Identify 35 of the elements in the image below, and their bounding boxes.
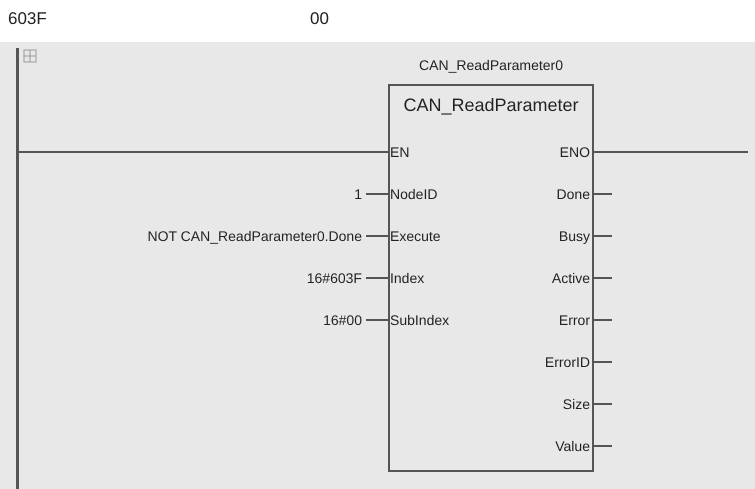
connection-line [594, 445, 612, 447]
connection-line [366, 277, 390, 279]
connection-line [594, 193, 612, 195]
input-pin-name: Index [390, 269, 424, 287]
input-pin-name: EN [390, 143, 410, 161]
input-pin-name: NodeID [390, 185, 438, 203]
connection-line [366, 319, 390, 321]
output-pin-name: Value [555, 437, 590, 455]
connection-line [366, 193, 390, 195]
connection-line [594, 319, 612, 321]
block-type-name: CAN_ReadParameter [402, 94, 580, 116]
output-pin-name: ErrorID [544, 353, 590, 371]
input-value: 16#00 [323, 311, 362, 329]
connection-line [594, 403, 612, 405]
connection-line [594, 151, 748, 153]
input-value: 1 [354, 185, 362, 203]
input-value: 16#603F [306, 269, 362, 287]
connection-line [366, 235, 390, 237]
note-text: 603F [8, 10, 47, 28]
output-pin-name: Active [552, 269, 590, 287]
connection-line [19, 151, 390, 153]
input-pin-name: Execute [390, 227, 441, 245]
output-pin-name: Done [556, 185, 590, 203]
connection-line [594, 235, 612, 237]
output-pin-name: ENO [560, 143, 590, 161]
output-pin-name: Error [558, 311, 590, 329]
power-rail [16, 48, 19, 489]
output-pin-name: Size [562, 395, 590, 413]
note-text: 00 [310, 10, 329, 28]
instance-name: CAN_ReadParameter0 [418, 56, 564, 74]
connection-line [594, 277, 612, 279]
input-pin-name: SubIndex [390, 311, 450, 329]
connection-line [594, 361, 612, 363]
input-value: NOT CAN_ReadParameter0.Done [147, 227, 362, 245]
output-pin-name: Busy [558, 227, 590, 245]
